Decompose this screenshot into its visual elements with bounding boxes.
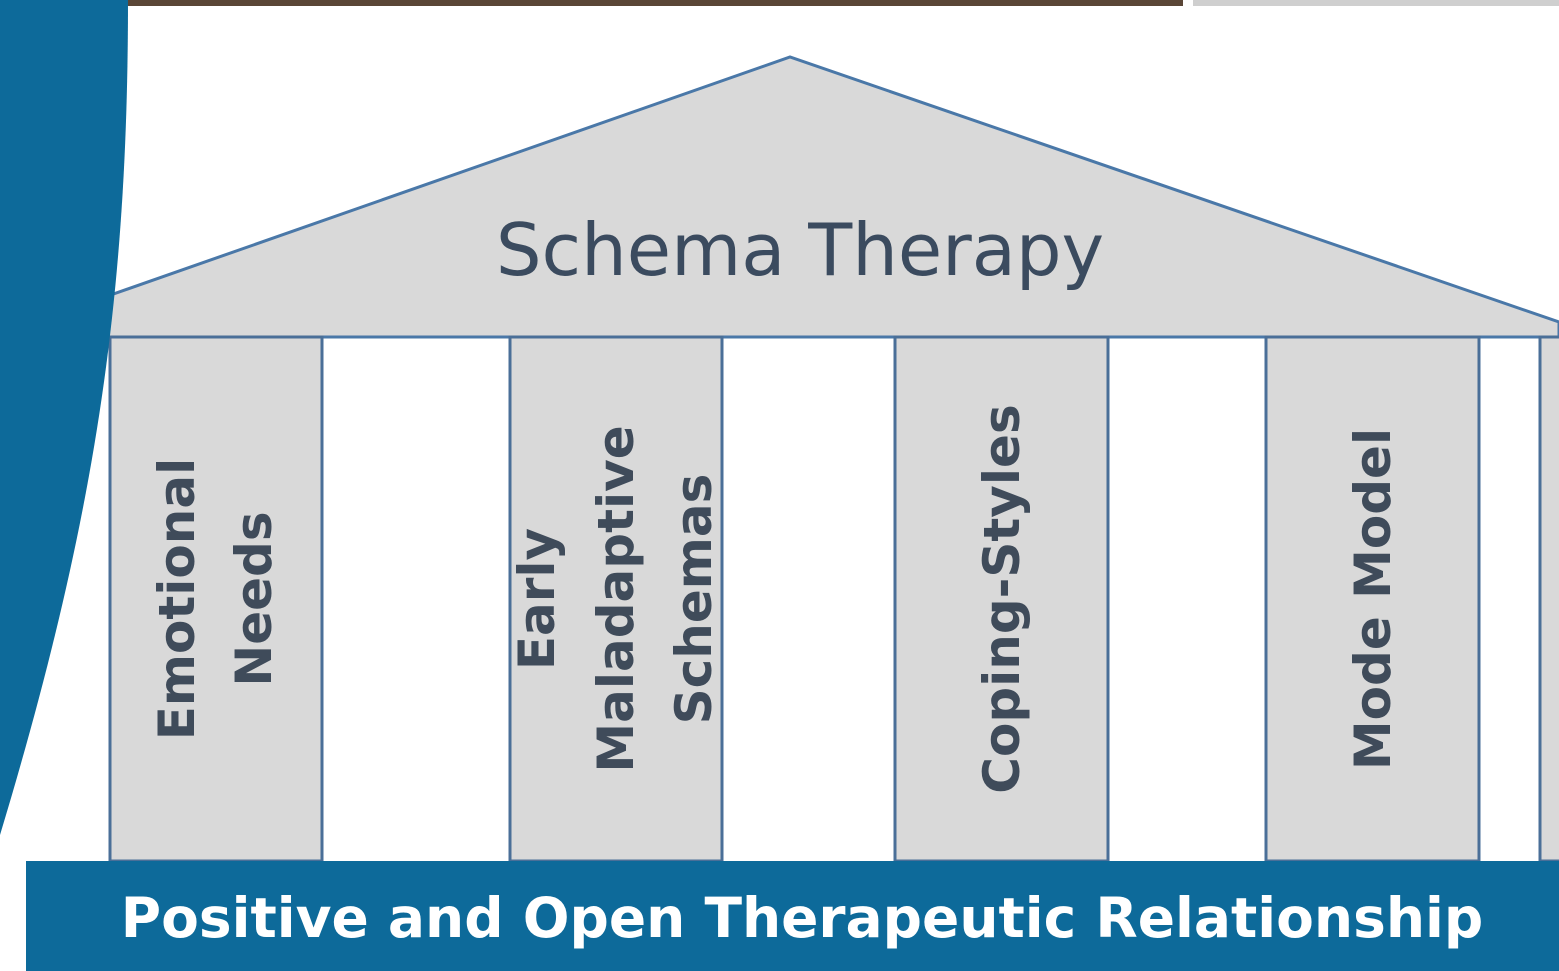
pillar-label-early-maladaptive-schemas-line2: Maladaptive (587, 425, 645, 772)
pillar-emotional-needs (108, 335, 324, 863)
pillar-mode-model (1264, 335, 1481, 863)
foundation-bar (26, 861, 1559, 971)
pillar-early-maladaptive-schemas (508, 335, 724, 863)
pillar-coping-styles (893, 335, 1110, 863)
foundation-label: Positive and Open Therapeutic Relationsh… (121, 886, 1483, 950)
pillar-label-emotional-needs-line1: Emotional (148, 458, 206, 740)
pillar-partial-right (1538, 335, 1559, 863)
pillar-label-emotional-needs-line2: Needs (225, 511, 283, 686)
pillar-label-mode-model: Mode Model (1344, 428, 1402, 770)
pillar-label-early-maladaptive-schemas-line1: Early (508, 528, 566, 670)
roof (100, 55, 1559, 339)
pillar-label-coping-styles: Coping-Styles (973, 404, 1031, 793)
left-blue-curve (0, 0, 128, 835)
top-photo-strip (0, 0, 1183, 6)
top-photo-strip-right (1193, 0, 1559, 6)
pillar-label-early-maladaptive-schemas-line3: Schemas (665, 474, 723, 725)
roof-label: Schema Therapy (496, 208, 1104, 292)
